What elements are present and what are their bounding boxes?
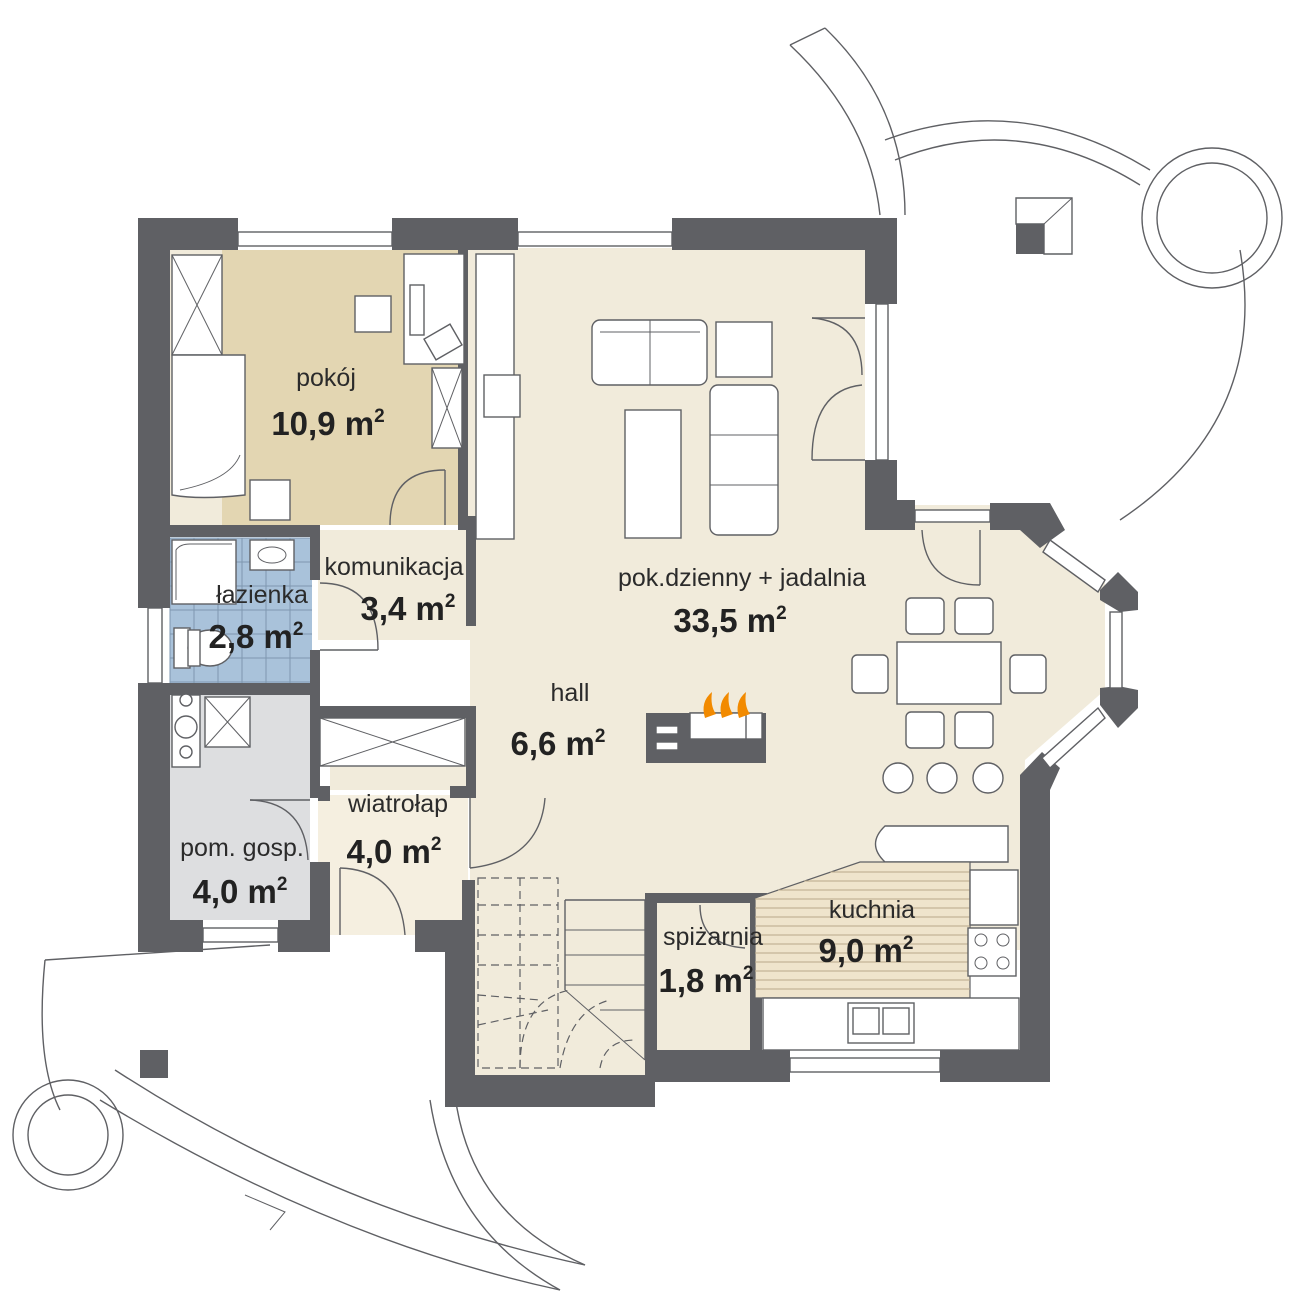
bedroom-furniture: [171, 253, 465, 521]
room-area-komunikacja: 3,4 m2: [361, 590, 456, 627]
room-area-kuchnia: 9,0 m2: [819, 932, 914, 969]
bathroom-fixtures: [171, 539, 295, 669]
utility-fixtures: [171, 693, 251, 768]
living-room-furniture: [591, 319, 779, 539]
doors: [249, 317, 981, 949]
room-labels: pokój 10,9 m2 łazienka 2,8 m2 komunikacj…: [180, 364, 915, 999]
room-area-lazienka: 2,8 m2: [209, 618, 304, 655]
room-name-kuchnia: kuchnia: [829, 896, 915, 924]
room-area-hall: 6,6 m2: [511, 725, 606, 762]
windows: [147, 231, 1123, 1073]
hall-furniture: [319, 253, 521, 767]
room-name-pomgosp: pom. gosp.: [180, 834, 304, 862]
room-area-spizarnia: 1,8 m2: [659, 962, 754, 999]
dining-furniture: [851, 597, 1047, 749]
walls: [138, 218, 1138, 1107]
room-area-wiatrolap: 4,0 m2: [347, 833, 442, 870]
room-area-pomgosp: 4,0 m2: [193, 873, 288, 910]
fireplace: [646, 692, 766, 763]
kitchen: [754, 762, 1020, 1051]
staircase: [477, 877, 646, 1069]
room-name-spizarnia: spiżarnia: [663, 923, 763, 951]
room-name-pokdzienny: pok.dzienny + jadalnia: [618, 564, 866, 592]
room-area-pokdzienny: 33,5 m2: [673, 602, 786, 639]
room-name-pokoj: pokój: [296, 364, 356, 392]
terrace-top-right: [789, 27, 1283, 521]
terrace-bottom-left: [12, 944, 586, 1291]
room-name-hall: hall: [551, 679, 590, 707]
flame-icon: [703, 692, 716, 718]
room-name-komunikacja: komunikacja: [325, 553, 464, 581]
room-name-wiatrolap: wiatrołap: [347, 790, 448, 818]
room-area-pokoj: 10,9 m2: [271, 405, 384, 442]
room-name-lazienka: łazienka: [216, 581, 308, 609]
